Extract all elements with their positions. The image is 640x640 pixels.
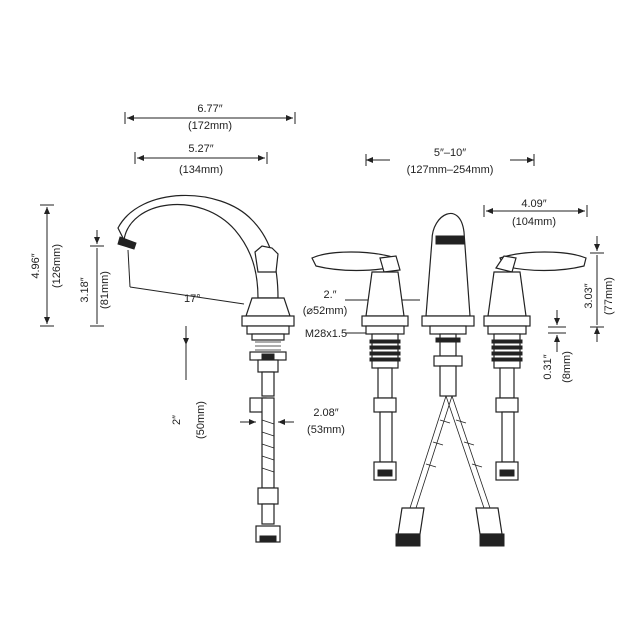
deck-thickness-inch: 0.31″	[542, 354, 554, 379]
supply-width-inch: 2.08″	[313, 407, 338, 419]
handle-width-mm: (104mm)	[512, 216, 556, 228]
left-handle-valve	[311, 251, 409, 481]
spout-height-inch: 3.18″	[79, 277, 91, 302]
spout-angle-label: 17°	[184, 293, 201, 305]
right-handle-valve	[483, 251, 587, 481]
side-view-faucet	[117, 194, 295, 543]
handle-width-inch: 4.09″	[521, 198, 546, 210]
spout-reach-mm: (134mm)	[179, 164, 223, 176]
shank-length-mm: (50mm)	[195, 401, 207, 439]
spout-reach-inch: 5.27″	[188, 143, 213, 155]
spout-height-mm: (81mm)	[99, 271, 111, 309]
hole-diameter-mm: (⌀52mm)	[303, 305, 348, 317]
supply-width-mm: (53mm)	[307, 424, 345, 436]
handle-height-inch: 3.03″	[583, 283, 595, 308]
center-spout	[395, 212, 505, 547]
dimension-lines	[40, 112, 604, 425]
deck-thickness-mm: (8mm)	[561, 351, 573, 383]
total-height-inch: 4.96″	[30, 253, 42, 278]
handle-height-mm: (77mm)	[603, 277, 615, 315]
overall-width-mm: (172mm)	[188, 120, 232, 132]
center-spread-inch: 5″–10″	[434, 147, 466, 159]
total-height-mm: (126mm)	[51, 244, 63, 288]
shank-length-inch: 2″	[171, 415, 183, 425]
overall-width-inch: 6.77″	[197, 103, 222, 115]
center-spread-mm: (127mm–254mm)	[407, 164, 494, 176]
hole-diameter-inch: 2.″	[323, 289, 336, 301]
thread-size-label: M28x1.5	[305, 328, 347, 340]
